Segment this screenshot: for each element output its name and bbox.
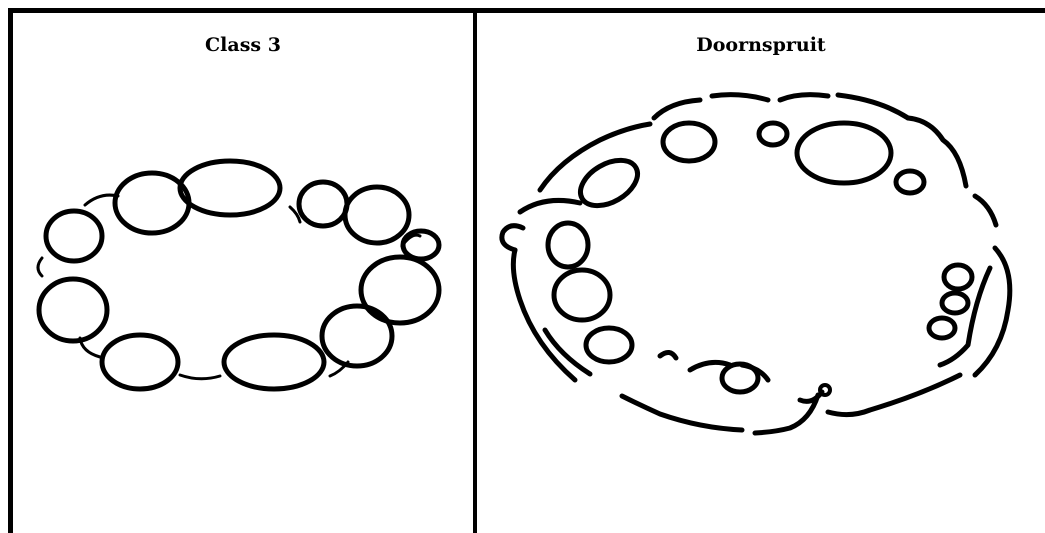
doornspruit-enclosure-wall-segment bbox=[975, 196, 996, 225]
class-3-hut bbox=[102, 335, 178, 389]
doornspruit-hut bbox=[586, 328, 632, 362]
doornspruit-enclosure-wall-segment bbox=[780, 95, 828, 100]
class-3-hut bbox=[299, 182, 347, 226]
doornspruit-wall-post bbox=[820, 385, 830, 395]
doornspruit-enclosure-wall-segment bbox=[654, 100, 700, 118]
doornspruit-enclosure-wall-segment bbox=[828, 375, 960, 415]
doornspruit-enclosure-wall-segment bbox=[660, 352, 676, 358]
doornspruit-hut bbox=[554, 270, 610, 320]
doornspruit-hut bbox=[573, 151, 646, 215]
class-3-hut bbox=[46, 211, 102, 261]
doornspruit-enclosure-wall-segment bbox=[540, 124, 650, 190]
class-3-hut bbox=[361, 257, 439, 323]
class-3-hut bbox=[180, 161, 280, 215]
doornspruit-hut bbox=[548, 223, 588, 267]
class-3-settlement-plan bbox=[38, 161, 439, 389]
doornspruit-hut bbox=[929, 318, 955, 338]
class-3-hut bbox=[224, 335, 324, 389]
doornspruit-enclosure-wall-segment bbox=[908, 118, 966, 186]
doornspruit-settlement-plan bbox=[502, 95, 1010, 433]
doornspruit-enclosure-wall-segment bbox=[622, 396, 742, 430]
doornspruit-hut bbox=[759, 123, 787, 145]
doornspruit-enclosure-wall-segment bbox=[712, 95, 768, 100]
doornspruit-hut bbox=[896, 171, 924, 193]
class-3-hut bbox=[39, 279, 107, 341]
doornspruit-enclosure-wall-segment bbox=[520, 200, 580, 212]
doornspruit-hut bbox=[663, 123, 715, 161]
doornspruit-hut bbox=[797, 123, 891, 183]
doornspruit-enclosure-wall-segment bbox=[545, 330, 590, 374]
class-3-hut bbox=[345, 187, 409, 243]
doornspruit-enclosure-wall-segment bbox=[838, 95, 908, 118]
doornspruit-hut bbox=[942, 293, 968, 313]
doornspruit-enclosure-wall-segment bbox=[975, 248, 1010, 375]
doornspruit-hut bbox=[722, 364, 758, 392]
class-3-hut bbox=[322, 306, 392, 366]
doornspruit-enclosure-wall-segment bbox=[502, 226, 523, 250]
doornspruit-hut bbox=[944, 265, 972, 289]
class-3-hut bbox=[115, 173, 189, 233]
